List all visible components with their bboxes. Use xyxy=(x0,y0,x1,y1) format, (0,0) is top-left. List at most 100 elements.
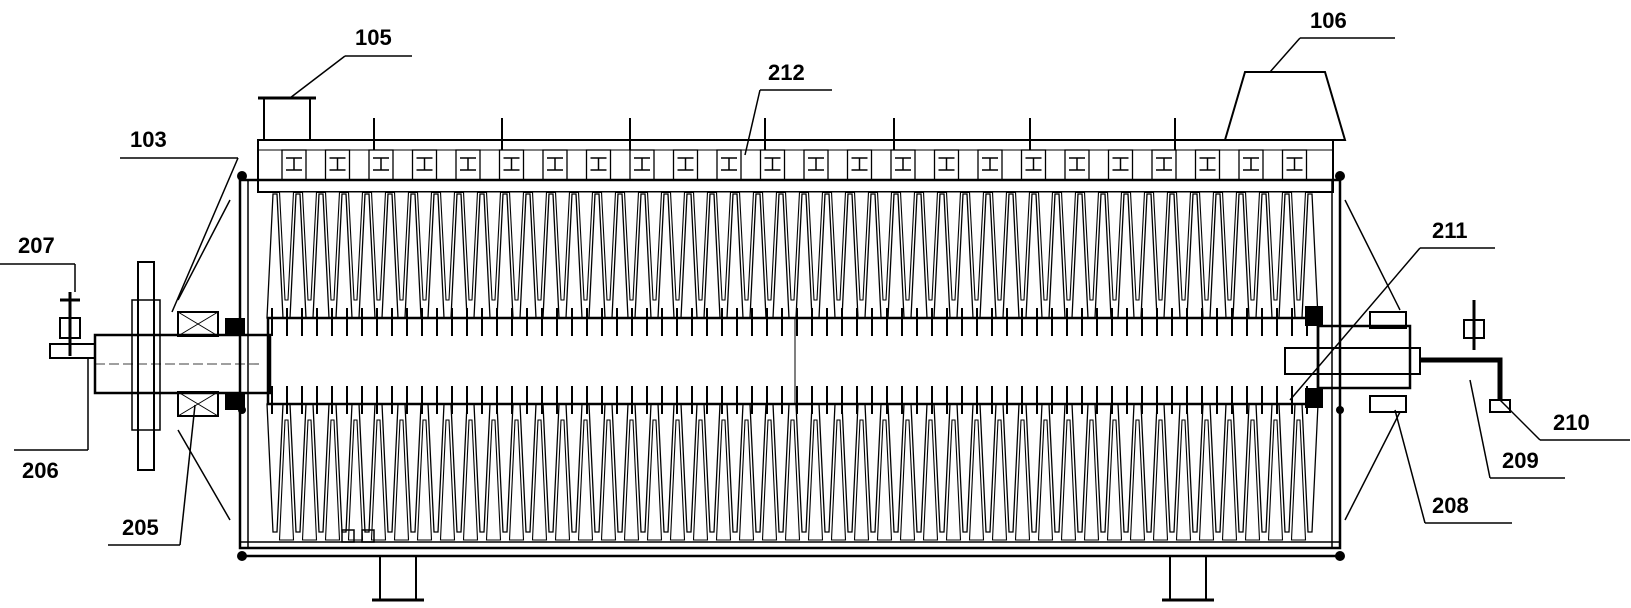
lower-stationary-fin xyxy=(646,419,663,541)
lower-stationary-fin xyxy=(922,419,939,541)
label-207: 207 xyxy=(18,233,55,258)
label-105: 105 xyxy=(355,25,392,50)
lower-stationary-fin xyxy=(278,419,295,541)
upper-stationary-fin xyxy=(692,191,709,301)
upper-stationary-fin xyxy=(1060,191,1077,301)
lower-stationary-fin xyxy=(853,419,870,541)
cover-cell xyxy=(933,149,960,181)
bearing-cross xyxy=(177,311,219,337)
lower-stationary-fin xyxy=(1244,419,1261,541)
right-outlet-elbow xyxy=(1420,357,1503,400)
lower-stationary-fin xyxy=(531,419,548,541)
lower-stationary-fin xyxy=(715,419,732,541)
lower-stationary-fin xyxy=(1106,419,1123,541)
upper-stationary-fin xyxy=(738,191,755,301)
lower-stationary-fin xyxy=(370,419,387,541)
upper-stationary-fin xyxy=(370,191,387,301)
leader-210 xyxy=(1499,399,1541,441)
leader-105 xyxy=(289,55,346,99)
leader-103 xyxy=(171,157,239,313)
lower-stationary-fin xyxy=(623,419,640,541)
cover-cell xyxy=(324,149,351,181)
cover-cell xyxy=(1151,149,1177,181)
left-support-strut xyxy=(177,199,231,301)
lower-stationary-fin xyxy=(1037,419,1054,541)
lower-stationary-fin xyxy=(784,419,801,541)
cover-cell xyxy=(585,149,612,181)
lower-stationary-fin xyxy=(692,419,709,541)
drive-gear xyxy=(137,261,155,471)
drain-port xyxy=(361,529,375,543)
top-cover-body xyxy=(257,139,1334,193)
lower-stationary-fin xyxy=(876,419,893,541)
right-bearing-upper xyxy=(1369,311,1407,329)
lower-stationary-fin xyxy=(485,419,502,541)
cover-cell xyxy=(759,149,786,181)
cover-cell xyxy=(1064,149,1090,181)
left-seal-lower xyxy=(225,392,245,410)
label-103: 103 xyxy=(130,127,167,152)
label-106: 106 xyxy=(1310,8,1347,33)
cover-cell xyxy=(1020,149,1047,181)
lower-stationary-fin xyxy=(1083,419,1100,541)
lower-disc-fins xyxy=(266,403,1319,541)
left-leg xyxy=(379,555,417,601)
top-cover-cells xyxy=(281,118,1308,181)
left-end-assembly xyxy=(49,199,272,521)
corner-bolt xyxy=(1336,406,1344,414)
upper-stationary-fin xyxy=(485,191,502,301)
upper-stationary-fin xyxy=(1037,191,1054,301)
upper-stationary-fin xyxy=(278,191,295,301)
upper-stationary-fin xyxy=(922,191,939,301)
bearing-cross xyxy=(177,391,219,417)
label-208: 208 xyxy=(1432,493,1469,518)
label-212: 212 xyxy=(768,60,805,85)
exhaust-hood-106 xyxy=(1223,71,1347,141)
drain-port xyxy=(341,529,355,543)
cover-cell xyxy=(846,149,873,181)
cover-cell xyxy=(455,149,481,181)
upper-stationary-fin xyxy=(669,191,686,301)
upper-stationary-fin xyxy=(600,191,617,301)
upper-stationary-fin xyxy=(1244,191,1261,301)
label-211: 211 xyxy=(1432,218,1468,243)
lower-stationary-fin xyxy=(1175,419,1192,541)
leader-lines xyxy=(0,37,1630,546)
upper-stationary-fin xyxy=(968,191,985,301)
cover-cell xyxy=(890,149,916,181)
upper-stationary-fin xyxy=(1129,191,1146,301)
upper-stationary-fin xyxy=(462,191,479,301)
cover-cell xyxy=(368,149,394,181)
left-support-strut xyxy=(177,429,231,521)
lower-stationary-fin xyxy=(1290,419,1307,541)
upper-stationary-fin xyxy=(1152,191,1169,301)
reference-numerals: 105 106 212 103 207 206 205 211 208 209 … xyxy=(18,8,1590,540)
lower-stationary-fin xyxy=(324,419,341,541)
lower-stationary-fin xyxy=(738,419,755,541)
leader-106 xyxy=(1269,37,1301,73)
upper-stationary-fin xyxy=(1198,191,1215,301)
right-shaft-journal xyxy=(1316,324,1412,390)
upper-stationary-fin xyxy=(531,191,548,301)
leader-209 xyxy=(1469,379,1491,479)
upper-stationary-fin xyxy=(1106,191,1123,301)
upper-stationary-fin xyxy=(554,191,571,301)
upper-stationary-fin xyxy=(347,191,364,301)
cover-cell xyxy=(411,149,438,181)
lower-stationary-fin xyxy=(577,419,594,541)
right-end-assembly xyxy=(1284,199,1511,521)
upper-stationary-fin xyxy=(991,191,1008,301)
lower-stationary-fin xyxy=(347,419,364,541)
lower-stationary-fin xyxy=(1221,419,1238,541)
upper-stationary-fin xyxy=(577,191,594,301)
lower-stationary-fin xyxy=(508,419,525,541)
shaft-body xyxy=(266,316,1320,406)
upper-stationary-fin xyxy=(623,191,640,301)
right-support-strut xyxy=(1344,199,1401,311)
lower-stationary-fin xyxy=(439,419,456,541)
cover-cell xyxy=(1281,149,1308,181)
cover-cell xyxy=(542,149,568,181)
upper-stationary-fin xyxy=(393,191,410,301)
left-bearing-upper xyxy=(177,311,219,337)
